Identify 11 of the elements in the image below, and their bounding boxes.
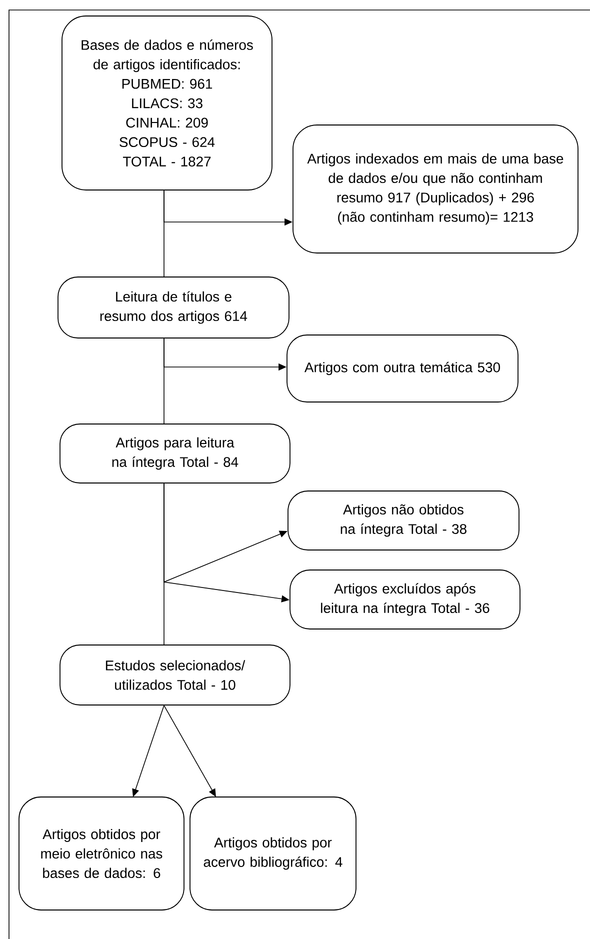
process-box: Artigos não obtidos na íntegra Total - 38 <box>288 490 520 550</box>
process-box: Artigos para leitura na íntegra Total - 84 <box>60 424 290 484</box>
process-box: Bases de dados e números de artigos identificados: PUBMED: 961 LILACS: 33 CINHAL: 209 SCOPUS - 624 TOTAL - 1827 <box>62 16 272 190</box>
process-box: Artigos obtidos por meio eletrônico nas bases de dados: 6 <box>18 796 184 910</box>
process-box: Leitura de títulos e resumo dos artigos 614 <box>58 276 290 338</box>
process-box: Artigos com outra temática 530 <box>286 334 518 402</box>
process-box: Artigos excluídos após leitura na íntegra Total - 36 <box>290 570 520 630</box>
process-box: Artigos indexados em mais de uma base de dados e/ou que não continham resumo 917 (Duplicados) + 296 (não continham resumo)= 1213 <box>292 124 578 254</box>
arrow <box>164 705 216 797</box>
process-box: Artigos obtidos por acervo bibliográfico: 4 <box>190 796 356 910</box>
process-box: Estudos selecionados/ utilizados Total - 10 <box>60 644 290 706</box>
